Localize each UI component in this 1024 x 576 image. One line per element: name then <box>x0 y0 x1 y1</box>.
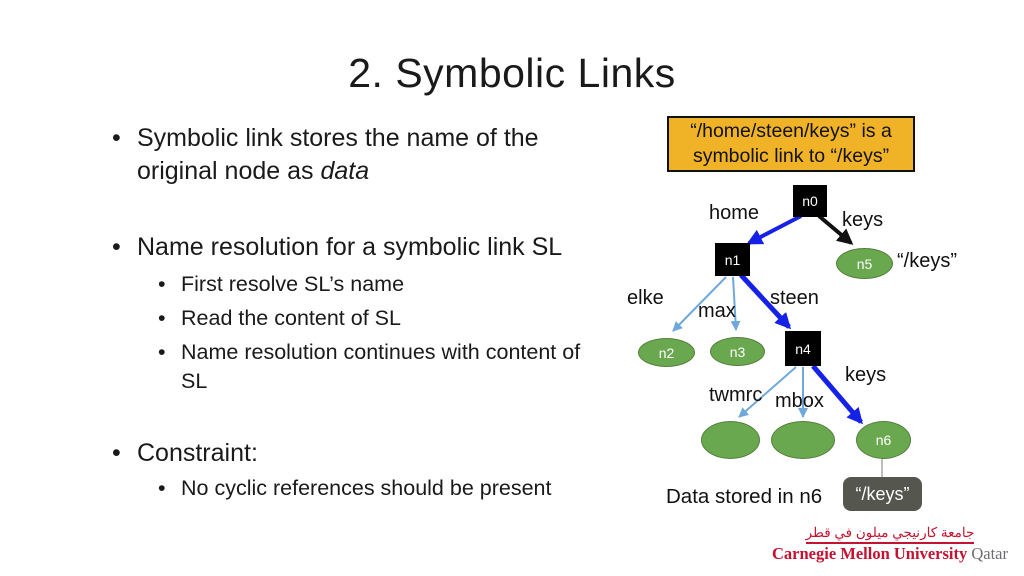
sub-bullet-no-cyclic: No cyclic references should be present <box>158 474 617 503</box>
logo-university-name: Carnegie Mellon University <box>772 543 968 563</box>
edge-label-elke: elke <box>627 287 664 309</box>
node-unnamed-twmrc <box>701 421 760 459</box>
bullet-name-resolution: Name resolution for a symbolic link SL <box>112 231 617 264</box>
bullet-italic-text: data <box>320 157 370 185</box>
node-n1: n1 <box>715 243 750 276</box>
data-caption: Data stored in n6 <box>666 485 823 508</box>
node-n4: n4 <box>785 331 821 366</box>
node-n5: n5 <box>836 248 893 279</box>
callout-line1: “/home/steen/keys” is a <box>690 120 892 142</box>
node-n3: n3 <box>710 337 765 366</box>
n5-annotation: “/keys” <box>897 250 957 272</box>
edge-label-twmrc: twmrc <box>709 384 763 406</box>
node-unnamed-mbox <box>771 421 835 459</box>
bullet-list: Symbolic link stores the name of the ori… <box>112 122 617 503</box>
slide-title: 2. Symbolic Links <box>348 50 676 96</box>
cmu-qatar-logo: جامعة كارنيجي ميلون في قطر Carnegie Mell… <box>772 524 1008 563</box>
bullet-constraint: Constraint: <box>112 437 617 470</box>
edge-label-max: max <box>698 300 736 322</box>
callout-line2: symbolic link to “/keys” <box>692 145 890 167</box>
sub-bullet-resolution-continues: Name resolution continues with content o… <box>158 338 581 396</box>
sub-bullet-read-content: Read the content of SL <box>158 304 617 333</box>
sub-bullet-first-resolve: First resolve SL’s name <box>158 270 617 299</box>
edge-label-home: home <box>709 202 760 224</box>
callout-box: “/home/steen/keys” is a symbolic link to… <box>667 116 915 172</box>
logo-region-name: Qatar <box>971 543 1008 563</box>
data-box: “/keys” <box>843 477 922 511</box>
edge-label-keys-root: keys <box>842 209 884 231</box>
logo-arabic-text: جامعة كارنيجي ميلون في قطر <box>805 525 975 544</box>
node-n6: n6 <box>856 421 911 459</box>
logo-wordmark: Carnegie Mellon University Qatar <box>772 543 1008 563</box>
node-n2: n2 <box>638 338 695 367</box>
edge-label-steen: steen <box>770 287 819 309</box>
edge-label-keys-steen: keys <box>845 364 887 386</box>
edge-label-mbox: mbox <box>775 390 824 412</box>
node-n0: n0 <box>793 185 827 217</box>
bullet-text: Symbolic link stores the name of the ori… <box>137 124 539 185</box>
bullet-symbolic-link: Symbolic link stores the name of the ori… <box>112 122 592 188</box>
